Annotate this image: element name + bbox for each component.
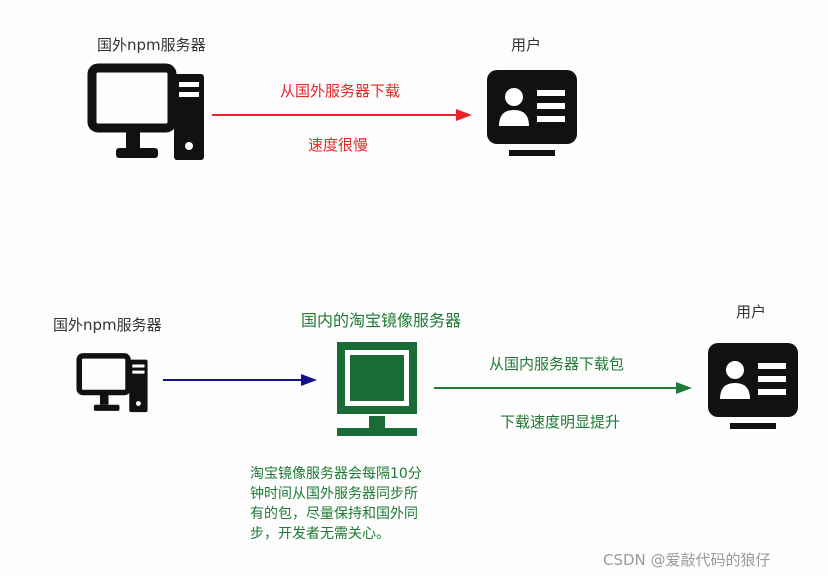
user-profile-icon bbox=[708, 343, 798, 429]
download-arrow bbox=[434, 382, 692, 394]
bottom-arrow-bottom-text: 下载速度明显提升 bbox=[500, 413, 621, 431]
bottom-server-label: 国外npm服务器 bbox=[53, 316, 162, 334]
sync-note: 淘宝镜像服务器会每隔10分 钟时间从国外服务器同步所 有的包，尽量保持和国外同 … bbox=[250, 464, 450, 544]
watermark: CSDN @爱敲代码的狼仔 bbox=[603, 551, 771, 569]
user-profile-icon bbox=[487, 70, 577, 156]
sync-arrow bbox=[163, 374, 317, 386]
note-line: 有的包，尽量保持和国外同 bbox=[250, 506, 418, 522]
top-arrow-bottom-text: 速度很慢 bbox=[308, 136, 369, 154]
monitor-icon bbox=[337, 342, 417, 436]
bottom-user-label: 用户 bbox=[736, 303, 767, 321]
bottom-arrow-top-text: 从国内服务器下载包 bbox=[489, 355, 625, 373]
desktop-computer-icon bbox=[87, 63, 204, 160]
top-download-arrow bbox=[212, 109, 472, 121]
top-arrow-top-text: 从国外服务器下载 bbox=[280, 82, 401, 100]
desktop-computer-icon bbox=[76, 353, 148, 413]
note-line: 步，开发者无需关心。 bbox=[250, 526, 390, 542]
note-line: 淘宝镜像服务器会每隔10分 bbox=[250, 466, 422, 482]
top-server-label: 国外npm服务器 bbox=[97, 36, 206, 54]
mirror-server-label: 国内的淘宝镜像服务器 bbox=[301, 311, 462, 330]
note-line: 钟时间从国外服务器同步所 bbox=[250, 486, 418, 502]
top-user-label: 用户 bbox=[511, 36, 542, 54]
